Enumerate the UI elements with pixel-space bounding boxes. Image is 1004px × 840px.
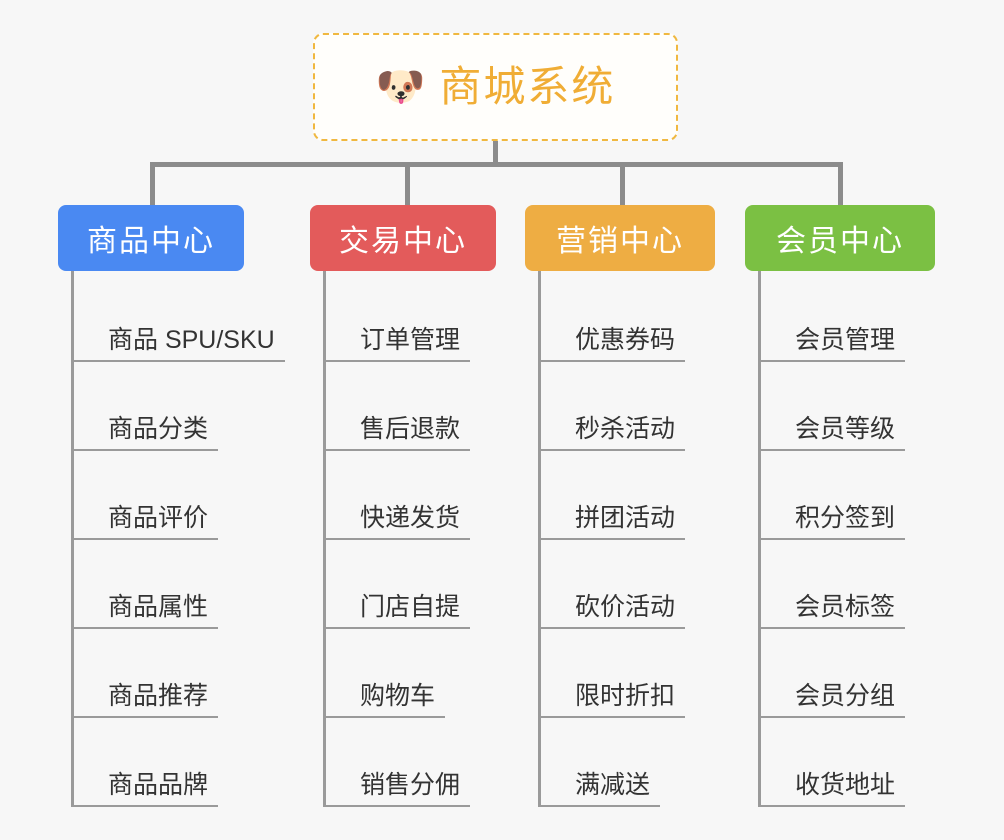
list-item[interactable]: 限时折扣	[541, 629, 745, 718]
leaf-label: 收货地址	[761, 771, 906, 807]
leaf-label: 会员分组	[761, 682, 906, 718]
leaf-label: 秒杀活动	[541, 415, 686, 451]
category-header-1[interactable]: 商品中心	[58, 205, 244, 271]
leaf-label: 限时折扣	[541, 682, 686, 718]
list-item[interactable]: 满减送	[541, 718, 745, 807]
leaf-label: 商品品牌	[74, 771, 219, 807]
list-item[interactable]: 商品评价	[74, 451, 278, 540]
leaf-label: 积分签到	[761, 504, 906, 540]
leaf-label: 商品属性	[74, 593, 219, 629]
list-item[interactable]: 会员管理	[761, 273, 965, 362]
branch-column-营销中心: 营销中心 优惠券码 秒杀活动 拼团活动 砍价活动 限时折扣 满减送	[525, 205, 745, 807]
list-item[interactable]: 会员分组	[761, 629, 965, 718]
leaf-label: 销售分佣	[326, 771, 471, 807]
leaf-label: 售后退款	[326, 415, 471, 451]
dog-face-icon: 🐶	[375, 65, 426, 109]
leaf-label: 快递发货	[326, 504, 471, 540]
list-item[interactable]: 商品品牌	[74, 718, 278, 807]
list-item[interactable]: 会员等级	[761, 362, 965, 451]
category-header-2[interactable]: 交易中心	[310, 205, 496, 271]
leaf-label: 砍价活动	[541, 593, 686, 629]
connector-root-stem	[493, 141, 498, 165]
list-item[interactable]: 砍价活动	[541, 540, 745, 629]
leaf-label: 会员管理	[761, 326, 906, 362]
connector-drop-1	[150, 162, 155, 207]
list-item[interactable]: 快递发货	[326, 451, 530, 540]
list-item[interactable]: 积分签到	[761, 451, 965, 540]
category-title-2: 交易中心	[339, 225, 467, 258]
leaf-label: 会员等级	[761, 415, 906, 451]
branch-column-交易中心: 交易中心 订单管理 售后退款 快递发货 门店自提 购物车 销售分佣	[310, 205, 530, 807]
list-item[interactable]: 售后退款	[326, 362, 530, 451]
root-title: 商城系统	[439, 63, 616, 110]
category-title-3: 营销中心	[556, 225, 684, 258]
list-item[interactable]: 订单管理	[326, 273, 530, 362]
leaf-list-1: 商品 SPU/SKU 商品分类 商品评价 商品属性 商品推荐 商品品牌	[71, 271, 285, 807]
list-item[interactable]: 拼团活动	[541, 451, 745, 540]
category-header-4[interactable]: 会员中心	[745, 205, 935, 271]
list-item[interactable]: 优惠券码	[541, 273, 745, 362]
leaf-label: 满减送	[541, 771, 661, 807]
leaf-list-2: 订单管理 售后退款 快递发货 门店自提 购物车 销售分佣	[323, 271, 530, 807]
leaf-label: 购物车	[326, 682, 446, 718]
branch-column-会员中心: 会员中心 会员管理 会员等级 积分签到 会员标签 会员分组 收货地址	[745, 205, 965, 807]
category-title-4: 会员中心	[776, 225, 904, 258]
list-item[interactable]: 门店自提	[326, 540, 530, 629]
leaf-label: 商品分类	[74, 415, 219, 451]
leaf-label: 商品 SPU/SKU	[74, 326, 285, 362]
leaf-label: 门店自提	[326, 593, 471, 629]
list-item[interactable]: 商品推荐	[74, 629, 278, 718]
list-item[interactable]: 销售分佣	[326, 718, 530, 807]
list-item[interactable]: 购物车	[326, 629, 530, 718]
leaf-label: 会员标签	[761, 593, 906, 629]
connector-drop-4	[838, 162, 843, 207]
leaf-list-4: 会员管理 会员等级 积分签到 会员标签 会员分组 收货地址	[758, 271, 965, 807]
list-item[interactable]: 收货地址	[761, 718, 965, 807]
connector-drop-3	[620, 162, 625, 207]
list-item[interactable]: 秒杀活动	[541, 362, 745, 451]
category-header-3[interactable]: 营销中心	[525, 205, 715, 271]
leaf-label: 商品推荐	[74, 682, 219, 718]
branch-columns: 商品中心 商品 SPU/SKU 商品分类 商品评价 商品属性 商品推荐 商品品牌…	[0, 205, 1004, 825]
list-item[interactable]: 商品分类	[74, 362, 278, 451]
root-node[interactable]: 🐶 商城系统	[313, 33, 678, 141]
connector-horizontal-bus	[150, 162, 842, 167]
connector-drop-2	[405, 162, 410, 207]
leaf-label: 优惠券码	[541, 326, 686, 362]
leaf-label: 订单管理	[326, 326, 471, 362]
list-item[interactable]: 商品 SPU/SKU	[74, 273, 285, 362]
branch-column-商品中心: 商品中心 商品 SPU/SKU 商品分类 商品评价 商品属性 商品推荐 商品品牌	[58, 205, 285, 807]
list-item[interactable]: 会员标签	[761, 540, 965, 629]
leaf-label: 拼团活动	[541, 504, 686, 540]
list-item[interactable]: 商品属性	[74, 540, 278, 629]
category-title-1: 商品中心	[87, 225, 215, 258]
leaf-list-3: 优惠券码 秒杀活动 拼团活动 砍价活动 限时折扣 满减送	[538, 271, 745, 807]
leaf-label: 商品评价	[74, 504, 219, 540]
